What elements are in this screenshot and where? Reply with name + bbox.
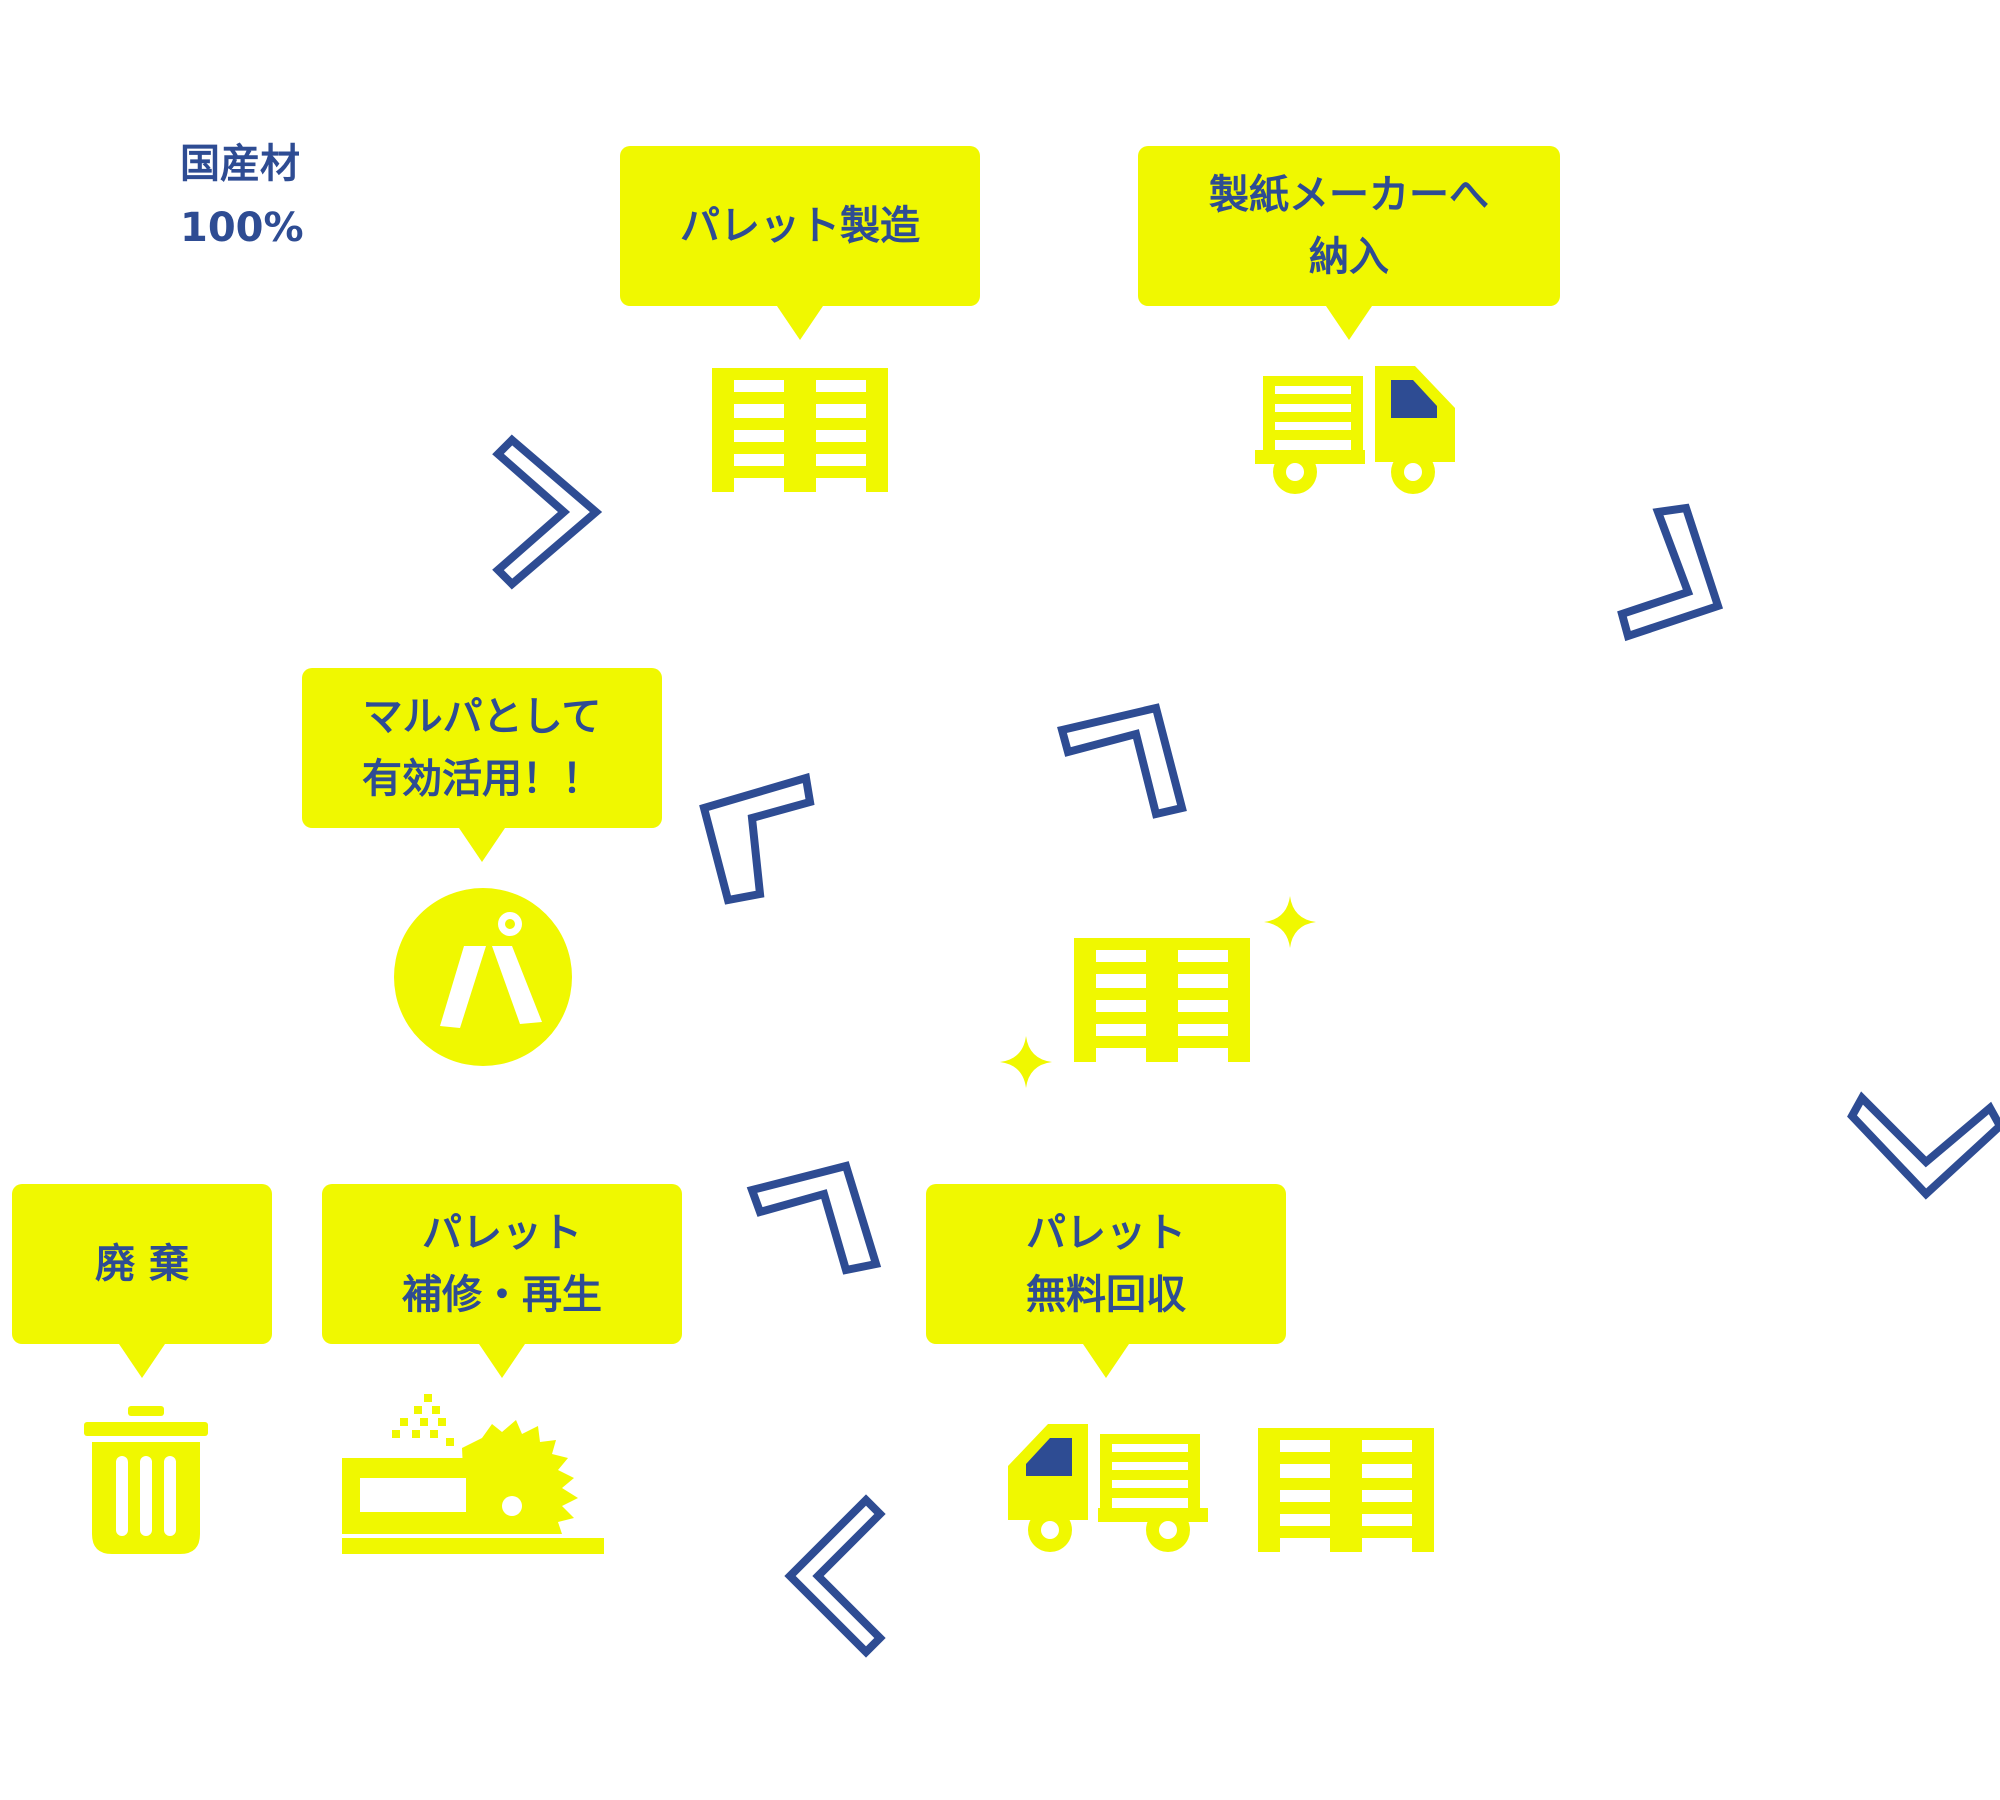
chevron-up-left-icon [699,772,815,905]
disposal-bubble: 廃 棄 [12,1184,272,1378]
reuse-bubble: マルパとして 有効活用！！ [302,668,662,862]
manufacture-label: パレット製造 [680,203,920,249]
collection-truck-icon [1008,1424,1208,1552]
delivery-label-line1: 製紙メーカーへ [1209,172,1489,218]
origin-label-line1: 国産材 [180,141,300,187]
repair-label-line1: パレット [422,1210,582,1256]
collection-label-line2: 無料回収 [1026,1272,1186,1318]
chevron-left-icon [784,1494,886,1658]
origin-label-line2: 100% [180,205,304,251]
manufacture-bubble: パレット製造 [620,146,980,340]
chevron-down-icon [1847,1091,2000,1200]
collection-bubble: パレット 無料回収 [926,1184,1286,1378]
origin-label: 国産材 100% [180,132,304,260]
marupa-logo-icon [394,888,572,1066]
chevron-down-right-icon [1617,503,1724,642]
trash-can-icon [84,1406,208,1554]
reuse-label-line2: 有効活用！！ [362,756,602,802]
disposal-label: 廃 棄 [95,1241,189,1287]
collected-pallet-icon [1258,1428,1434,1552]
pallet-icon [712,368,888,492]
chevron-up-right-icon [746,1161,882,1275]
repair-label-line2: 補修・再生 [402,1272,602,1318]
delivery-truck-icon [1255,366,1455,494]
chevron-up-left-icon [1057,703,1187,819]
reuse-label-line1: マルパとして [362,694,602,740]
saw-machine-icon [342,1394,604,1554]
sparkle-pallet-icon [1074,938,1250,1062]
sparkle-icon [1264,896,1316,948]
collection-label-line1: パレット [1026,1210,1186,1256]
sparkle-icon [1000,1036,1052,1088]
delivery-label-line2: 納入 [1309,234,1389,280]
delivery-bubble: 製紙メーカーへ 納入 [1138,146,1560,340]
chevron-right-icon [492,434,603,590]
repair-bubble: パレット 補修・再生 [322,1184,682,1378]
